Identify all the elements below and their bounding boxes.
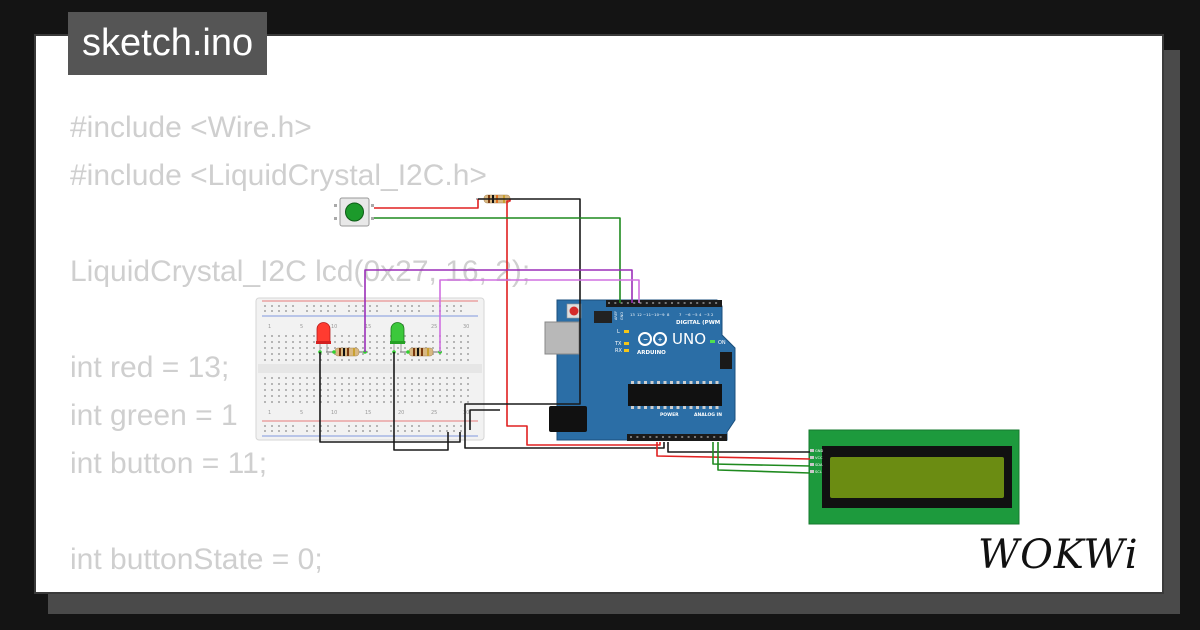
rx-label: RX	[615, 348, 622, 354]
wire-green-led-gnd	[393, 352, 449, 451]
code-line: int buttonState = 0;	[70, 543, 323, 576]
wire-lcd-gnd	[667, 442, 810, 453]
digital-header	[606, 300, 722, 307]
on-label: ON	[718, 340, 726, 346]
pin-label-9: ~9	[659, 312, 665, 317]
col-label-5: 5	[300, 324, 303, 330]
model-label: UNO	[672, 330, 706, 348]
pin-label-2: 2	[711, 312, 714, 317]
pin-label-5: ~5	[692, 312, 698, 317]
aref-label: AREF	[614, 311, 618, 320]
lcd-screen	[830, 457, 1004, 498]
breadboard[interactable]: 1 5 10 15 20 25 30 1 5 10 15 20 25 30	[255, 297, 485, 441]
atmega-chip	[628, 384, 722, 406]
col-label-5-bottom: 5	[300, 410, 303, 416]
digital-label: DIGITAL (PWM ~)	[676, 320, 730, 326]
code-preview: #include <Wire.h> #include <LiquidCrystal…	[70, 104, 530, 584]
l-led-label: L	[617, 329, 620, 335]
wire-gnd-black	[464, 198, 665, 449]
col-label-1-bottom: 1	[268, 410, 271, 416]
analog-label: ANALOG IN	[694, 412, 722, 418]
wire-lcd-scl	[717, 442, 811, 474]
col-label-30-bottom: 30	[463, 410, 469, 416]
pin-label-6: ~6	[685, 312, 691, 317]
pin-label-3: ~3	[704, 312, 710, 317]
pin-label-8: 8	[667, 312, 670, 317]
pin-label-11: ~11	[643, 312, 652, 317]
wire-button-green	[374, 217, 621, 303]
lcd-pin-labels: GND VCC SDA SCL	[815, 449, 823, 474]
svg-text:+: +	[658, 337, 663, 344]
col-label-10: 10	[331, 324, 337, 330]
arduino-uno[interactable]: DIGITAL (PWM ~) 13 12 ~11 ~10 ~9 8 7 ~6 …	[544, 299, 736, 441]
pin-label-12: 12	[637, 312, 642, 317]
code-line: LiquidCrystal_I2C lcd(0x27, 16, 2);	[70, 255, 531, 288]
col-label-15-bottom: 15	[365, 410, 371, 416]
pin-label-10: ~10	[651, 312, 660, 317]
pin-label-4: 4	[699, 312, 702, 317]
green-led[interactable]	[390, 322, 405, 353]
pushbutton[interactable]	[334, 197, 374, 227]
code-line: int green = 1	[70, 399, 238, 432]
wire-green-led-violet	[439, 279, 640, 352]
wires	[319, 198, 811, 474]
wire-red-led-gnd	[319, 352, 461, 443]
col-label-25: 25	[431, 324, 437, 330]
wire-5v-red	[506, 199, 661, 446]
col-label-10-bottom: 10	[331, 410, 337, 416]
code-line: #include <Wire.h>	[70, 111, 312, 144]
wire-lcd-vcc	[656, 442, 811, 460]
red-led[interactable]	[316, 322, 331, 353]
power-label: POWER	[660, 412, 679, 418]
lcd-pin-sda: SDA	[815, 463, 823, 467]
pin-label-7: 7	[679, 312, 682, 317]
lcd-1602-i2c[interactable]: GND VCC SDA SCL	[808, 429, 1020, 525]
bottom-headers	[627, 434, 727, 441]
power-jack	[549, 406, 587, 432]
gnd-label: GND	[620, 312, 624, 320]
code-line: int button = 11;	[70, 447, 268, 480]
wire-red-led-purple	[364, 269, 633, 352]
lcd-pin-scl: SCL	[815, 470, 822, 474]
maker-label: ARDUINO	[637, 350, 666, 356]
file-tab-sketch[interactable]: sketch.ino	[68, 12, 268, 75]
wokwi-logo: WOKWi	[978, 532, 1139, 576]
arduino-logo: − +	[638, 332, 667, 346]
col-label-25-bottom: 25	[431, 410, 437, 416]
digital-pin-labels: 13 12 ~11 ~10 ~9 8 7 ~6 ~5 4 ~3 2	[630, 312, 714, 317]
lcd-pin-gnd: GND	[815, 449, 823, 453]
tx-label: TX	[614, 341, 622, 347]
code-line: int red = 13;	[70, 351, 230, 384]
col-label-20-bottom: 20	[398, 410, 404, 416]
col-label-30: 30	[463, 324, 469, 330]
wire-rail-gnd	[469, 409, 500, 430]
lcd-pin-vcc: VCC	[815, 456, 823, 460]
wire-button-red	[374, 199, 479, 209]
usb-port	[544, 321, 580, 355]
pin-label-13: 13	[630, 312, 635, 317]
col-label-15: 15	[365, 324, 371, 330]
svg-text:−: −	[643, 337, 648, 344]
wokwi-logo-text: WOKWi	[978, 532, 1139, 576]
col-label-1: 1	[268, 324, 271, 330]
code-line: #include <LiquidCrystal_I2C.h>	[70, 159, 487, 192]
wire-lcd-sda	[712, 442, 811, 467]
